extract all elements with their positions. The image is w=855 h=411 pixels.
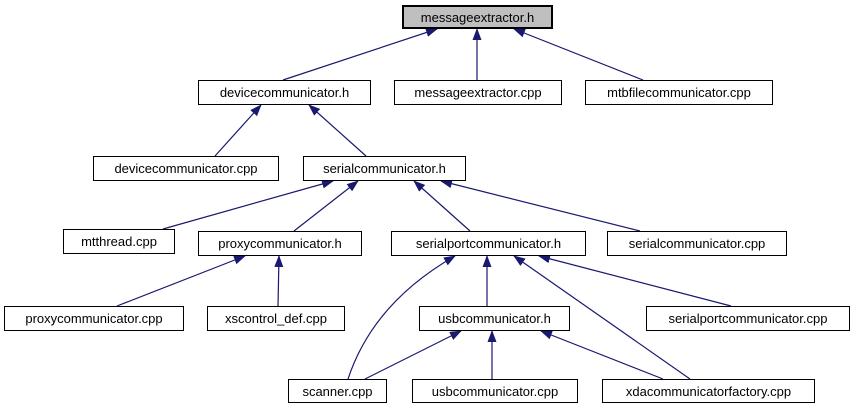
edge-scanner-cpp-to-usbcommunicator-h xyxy=(364,330,462,380)
graph-node-messageextractor-h: messageextractor.h xyxy=(402,5,553,29)
graph-node-xdacommunicatorfactory-cpp[interactable]: xdacommunicatorfactory.cpp xyxy=(602,379,815,403)
edge-devicecommunicator-cpp-to-devicecommunicator-h xyxy=(214,104,262,157)
edge-xdacommunicatorfactory-cpp-to-serialportcommunicator-h xyxy=(513,255,691,380)
graph-node-proxycommunicator-h[interactable]: proxycommunicator.h xyxy=(198,231,362,256)
edge-xscontrol_def-cpp-to-proxycommunicator-h xyxy=(274,255,284,307)
graph-node-proxycommunicator-cpp[interactable]: proxycommunicator.cpp xyxy=(4,306,184,331)
edge-xdacommunicatorfactory-cpp-to-usbcommunicator-h xyxy=(540,330,664,380)
graph-node-xscontrol_def-cpp[interactable]: xscontrol_def.cpp xyxy=(207,306,345,331)
edge-serialportcommunicator-cpp-to-serialportcommunicator-h xyxy=(538,254,732,307)
graph-node-serialcommunicator-cpp[interactable]: serialcommunicator.cpp xyxy=(607,231,787,256)
graph-node-mtbfilecommunicator-cpp[interactable]: mtbfilecommunicator.cpp xyxy=(585,80,773,105)
graph-node-serialportcommunicator-cpp[interactable]: serialportcommunicator.cpp xyxy=(646,306,850,331)
graph-node-serialportcommunicator-h[interactable]: serialportcommunicator.h xyxy=(391,231,586,256)
graph-node-mtthread-cpp[interactable]: mtthread.cpp xyxy=(63,229,175,254)
edge-devicecommunicator-h-to-messageextractor-h xyxy=(282,28,438,81)
edge-proxycommunicator-cpp-to-proxycommunicator-h xyxy=(116,255,246,307)
graph-node-scanner-cpp[interactable]: scanner.cpp xyxy=(288,379,387,403)
graph-node-serialcommunicator-h[interactable]: serialcommunicator.h xyxy=(303,156,466,181)
graph-node-usbcommunicator-h[interactable]: usbcommunicator.h xyxy=(419,306,570,331)
edge-serialportcommunicator-h-to-serialcommunicator-h xyxy=(413,180,471,232)
graph-node-devicecommunicator-cpp[interactable]: devicecommunicator.cpp xyxy=(93,156,279,181)
graph-node-usbcommunicator-cpp[interactable]: usbcommunicator.cpp xyxy=(412,379,578,403)
graph-node-devicecommunicator-h[interactable]: devicecommunicator.h xyxy=(198,80,371,105)
graph-node-messageextractor-cpp[interactable]: messageextractor.cpp xyxy=(394,80,562,105)
edge-serialcommunicator-h-to-devicecommunicator-h xyxy=(308,104,367,157)
edge-mtthread-cpp-to-serialcommunicator-h xyxy=(162,179,334,230)
edge-serialcommunicator-cpp-to-serialcommunicator-h xyxy=(440,179,641,232)
edge-mtbfilecommunicator-cpp-to-messageextractor-h xyxy=(513,28,644,81)
edge-scanner-cpp-to-serialportcommunicator-h xyxy=(347,255,456,380)
edge-proxycommunicator-h-to-serialcommunicator-h xyxy=(293,180,359,232)
